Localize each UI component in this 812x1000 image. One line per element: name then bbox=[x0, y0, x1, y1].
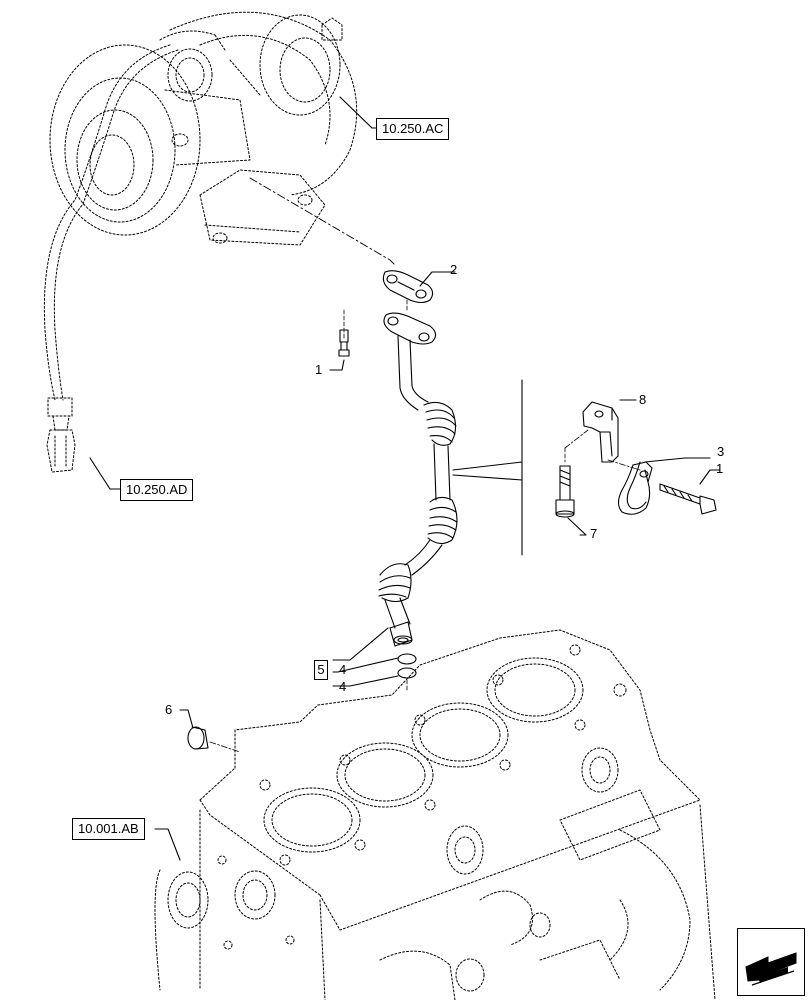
connection-line-turbo bbox=[249, 177, 396, 266]
callout-bolt-right: 1 bbox=[716, 461, 724, 476]
clamp-part bbox=[617, 461, 653, 515]
callout-kit: 5 bbox=[314, 660, 328, 680]
bolt-left bbox=[338, 309, 350, 357]
callout-screw: 7 bbox=[590, 526, 598, 541]
plug-part bbox=[187, 726, 209, 750]
turbo-hose-illustration bbox=[43, 44, 179, 473]
callout-plug: 6 bbox=[165, 702, 173, 717]
ref-box-turbo-hose[interactable]: 10.250.AD bbox=[120, 479, 194, 501]
engine-block-illustration bbox=[154, 629, 716, 1000]
o-ring-upper bbox=[397, 653, 417, 665]
callout-o-ring-lower: 4 bbox=[339, 679, 347, 694]
ref-box-turbocharger[interactable]: 10.250.AC bbox=[376, 118, 450, 140]
leader-turbo-hose bbox=[89, 457, 121, 490]
screw-part bbox=[555, 447, 575, 518]
arrow-left-down-icon bbox=[745, 952, 797, 986]
turbocharger-illustration bbox=[49, 11, 358, 246]
callout-bolt-left: 1 bbox=[315, 362, 323, 377]
gasket-part bbox=[382, 270, 456, 304]
oil-return-pipe bbox=[378, 312, 458, 647]
callout-clamp: 3 bbox=[717, 444, 725, 459]
bracket-part bbox=[582, 401, 619, 463]
callout-bracket: 8 bbox=[639, 392, 647, 407]
navigation-arrow-button[interactable] bbox=[737, 928, 805, 996]
group-bracket bbox=[452, 379, 523, 556]
callout-gasket: 2 bbox=[450, 262, 458, 277]
callout-o-ring-upper: 4 bbox=[339, 662, 347, 677]
o-ring-lower bbox=[397, 667, 417, 679]
leader-turbocharger bbox=[339, 96, 377, 129]
bolt-right bbox=[659, 483, 717, 515]
ref-box-engine-block[interactable]: 10.001.AB bbox=[72, 818, 145, 840]
leader-engine-block bbox=[154, 828, 181, 861]
